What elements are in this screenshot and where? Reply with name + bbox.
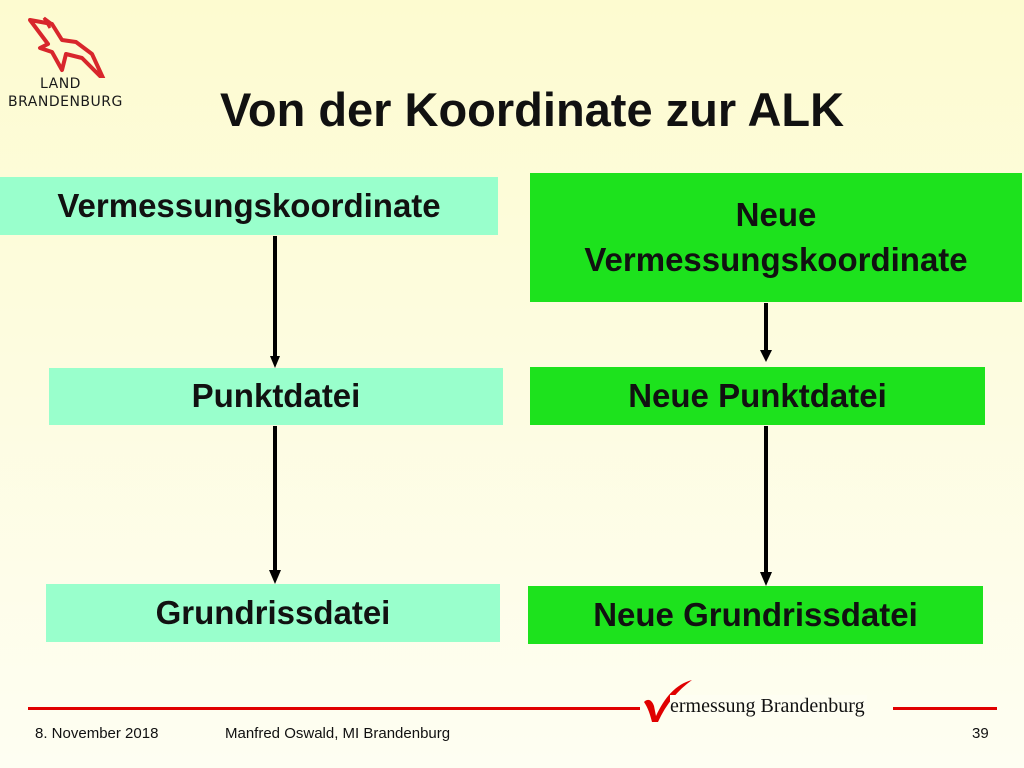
arrowhead-left-1 — [270, 356, 280, 368]
box-label: Neue Punktdatei — [628, 376, 887, 414]
arrowhead-right-2 — [760, 572, 772, 586]
arrowhead-right-1 — [760, 350, 772, 362]
logo-text-land: LAND — [40, 76, 81, 92]
box-neue-grundrissdatei: Neue Grundrissdatei — [528, 586, 983, 644]
land-brandenburg-logo: LAND BRANDENBURG — [4, 14, 134, 114]
box-punktdatei: Punktdatei — [49, 368, 503, 425]
vermessung-brandenburg-logo: ermessung Brandenburg — [640, 676, 900, 726]
checkmark-icon — [644, 680, 692, 722]
box-label: Punktdatei — [191, 377, 361, 415]
footer-author: Manfred Oswald, MI Brandenburg — [225, 725, 451, 742]
box-label: Grundrissdatei — [155, 593, 391, 631]
arrowhead-left-2 — [269, 570, 281, 584]
page-number: 39 — [972, 725, 989, 742]
box-label: Vermessungskoordinate — [57, 186, 441, 224]
logo-text-brandenburg: BRANDENBURG — [8, 94, 123, 110]
box-grundrissdatei: Grundrissdatei — [46, 584, 500, 642]
box-label: Neue Grundrissdatei — [593, 595, 918, 633]
box-label: Neue Vermessungskoordinate — [584, 195, 968, 278]
box-vermessungskoordinate: Vermessungskoordinate — [0, 177, 498, 235]
brand-text: ermessung Brandenburg — [670, 695, 867, 718]
box-neue-vermessungskoordinate: Neue Vermessungskoordinate — [530, 173, 1022, 302]
box-neue-punktdatei: Neue Punktdatei — [530, 367, 985, 425]
footer-divider-right — [893, 707, 997, 710]
footer-date: 8. November 2018 — [35, 725, 159, 742]
slide-title: Von der Koordinate zur ALK — [220, 83, 845, 136]
eagle-icon — [28, 16, 106, 78]
footer-divider-left — [28, 707, 640, 710]
